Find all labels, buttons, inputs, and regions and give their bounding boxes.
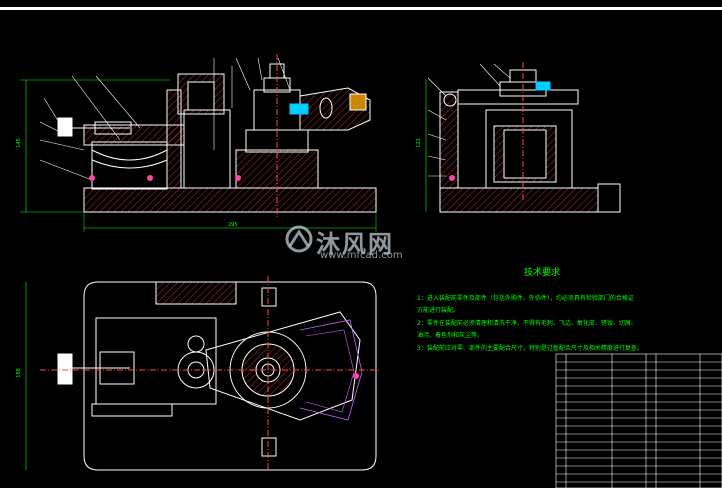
plan-view [25, 276, 380, 471]
watermark: 沐风网 www.mfcad.com [282, 222, 442, 262]
watermark-name: 沐风网 [316, 230, 394, 258]
tech-requirement-line: 方能进行装配。 [417, 307, 460, 314]
base-plate [83, 187, 377, 213]
tech-requirements-title: 技术要求 [524, 268, 561, 278]
tech-requirement-line: 3：装配前应对零、部件的主要配合尺寸，特别是过盈配合尺寸及相关精度进行复查。 [417, 345, 643, 352]
tech-requirement-line: 2：零件在装配前必须清理和清洗干净，不得有毛刺、飞边、氧化皮、锈蚀、切屑、 [417, 320, 637, 327]
dim-overall-width: 295 [228, 222, 238, 228]
left-support [91, 141, 168, 190]
drawing-frame-top [0, 7, 722, 10]
tech-requirement-line: 油污、着色剂和灰尘等。 [417, 332, 484, 339]
title-block [555, 353, 722, 488]
dim-height-right: 121 [415, 138, 422, 148]
side-view [425, 62, 621, 213]
dim-plan-height: 188 [15, 368, 22, 378]
clamp-knob [57, 117, 73, 137]
mfcad-logo-icon [285, 225, 313, 253]
front-view [20, 54, 377, 232]
tech-requirement-line: 1：进入装配前零件及部件（包括外购件、外协件），均必须具有检验部门的合格证 [417, 295, 634, 302]
watermark-url: www.mfcad.com [320, 250, 403, 261]
dim-height-left: 145 [15, 138, 22, 148]
